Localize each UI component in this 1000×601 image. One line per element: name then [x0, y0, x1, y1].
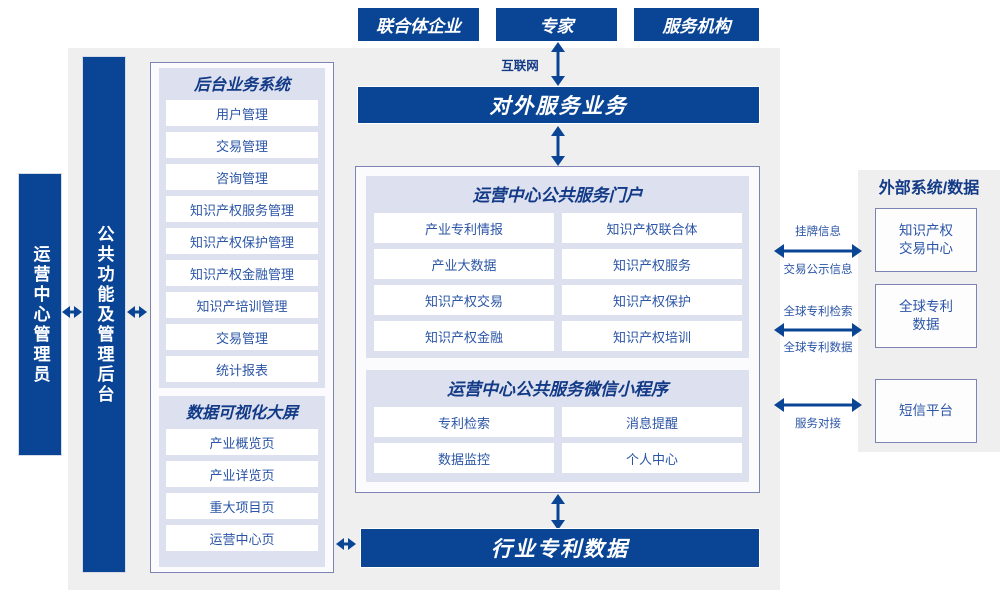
top-actor-box-0[interactable]: 联合体企业 [357, 7, 480, 42]
external-connector-0-label-below: 交易公示信息 [783, 264, 853, 276]
external-connector-2-label-below: 服务对接 [795, 418, 841, 430]
left-bars-connector-arrow-icon [62, 303, 82, 321]
backoffice-item-1[interactable]: 交易管理 [166, 132, 318, 158]
miniapp-item-1[interactable]: 消息提醒 [562, 407, 742, 437]
dataviz-item-2[interactable]: 重大项目页 [166, 493, 318, 519]
portal-item-7[interactable]: 知识产权培训 [562, 321, 742, 351]
miniapp-item-2[interactable]: 数据监控 [374, 443, 554, 473]
portal-item-2[interactable]: 产业大数据 [374, 249, 554, 279]
external-connector-2-arrow-icon [774, 396, 862, 414]
portal-title: 运营中心公共服务门户 [472, 186, 643, 205]
common-functions-to-backoffice-arrow-icon [127, 303, 147, 321]
dataviz-item-3[interactable]: 运营中心页 [166, 525, 318, 551]
industry-data-bar[interactable]: 行业专利数据 [360, 528, 760, 568]
portal-item-1[interactable]: 知识产权联合体 [562, 213, 742, 243]
miniapp-item-0[interactable]: 专利检索 [374, 407, 554, 437]
portal-item-5[interactable]: 知识产权保护 [562, 285, 742, 315]
miniapp-item-3[interactable]: 个人中心 [562, 443, 742, 473]
portal-item-4[interactable]: 知识产权交易 [374, 285, 554, 315]
dataviz-item-1[interactable]: 产业详览页 [166, 461, 318, 487]
portal-item-0[interactable]: 产业专利情报 [374, 213, 554, 243]
external-connector-1-label-above: 全球专利检索 [783, 306, 853, 318]
left-bar-common-functions[interactable]: 公共功能及管理后台 [82, 56, 126, 573]
portal-item-3[interactable]: 知识产权服务 [562, 249, 742, 279]
backoffice-item-7[interactable]: 交易管理 [166, 324, 318, 350]
external-connector-0-label-above: 挂牌信息 [795, 226, 841, 238]
dataviz-item-0[interactable]: 产业概览页 [166, 429, 318, 455]
backoffice-item-6[interactable]: 知识产培训管理 [166, 292, 318, 318]
backoffice-item-3[interactable]: 知识产权服务管理 [166, 196, 318, 222]
external-connector-1-label-below: 全球专利数据 [783, 342, 853, 354]
miniapp-title: 运营中心公共服务微信小程序 [447, 380, 668, 399]
external-box-global-patent-data[interactable]: 全球专利 数据 [875, 284, 977, 348]
backoffice-title: 后台业务系统 [193, 77, 290, 94]
backoffice-item-2[interactable]: 咨询管理 [166, 164, 318, 190]
external-systems-title: 外部系统/数据 [878, 180, 980, 197]
external-service-bar[interactable]: 对外服务业务 [357, 86, 760, 124]
backoffice-to-industry-data-arrow-icon [336, 535, 356, 553]
top-actor-box-1[interactable]: 专家 [495, 7, 618, 42]
external-connector-0-arrow-icon [774, 242, 862, 260]
left-bar-operations-admin[interactable]: 运营中心管理员 [18, 173, 62, 456]
portal-to-industry-data-arrow-icon [548, 494, 568, 530]
external-connector-1-arrow-icon [774, 321, 862, 339]
external-box-sms-platform[interactable]: 短信平台 [875, 379, 977, 443]
service-to-portal-arrow-icon [548, 126, 568, 166]
external-box-ip-trading-center[interactable]: 知识产权 交易中心 [875, 208, 977, 272]
portal-item-6[interactable]: 知识产权金融 [374, 321, 554, 351]
backoffice-item-5[interactable]: 知识产权金融管理 [166, 260, 318, 286]
backoffice-item-0[interactable]: 用户管理 [166, 100, 318, 126]
backoffice-item-4[interactable]: 知识产权保护管理 [166, 228, 318, 254]
top-actor-box-2[interactable]: 服务机构 [633, 7, 760, 42]
backoffice-item-8[interactable]: 统计报表 [166, 356, 318, 382]
internet-label: 互联网 [501, 59, 539, 73]
dataviz-title: 数据可视化大屏 [185, 405, 298, 422]
internet-arrow-icon [548, 42, 568, 86]
